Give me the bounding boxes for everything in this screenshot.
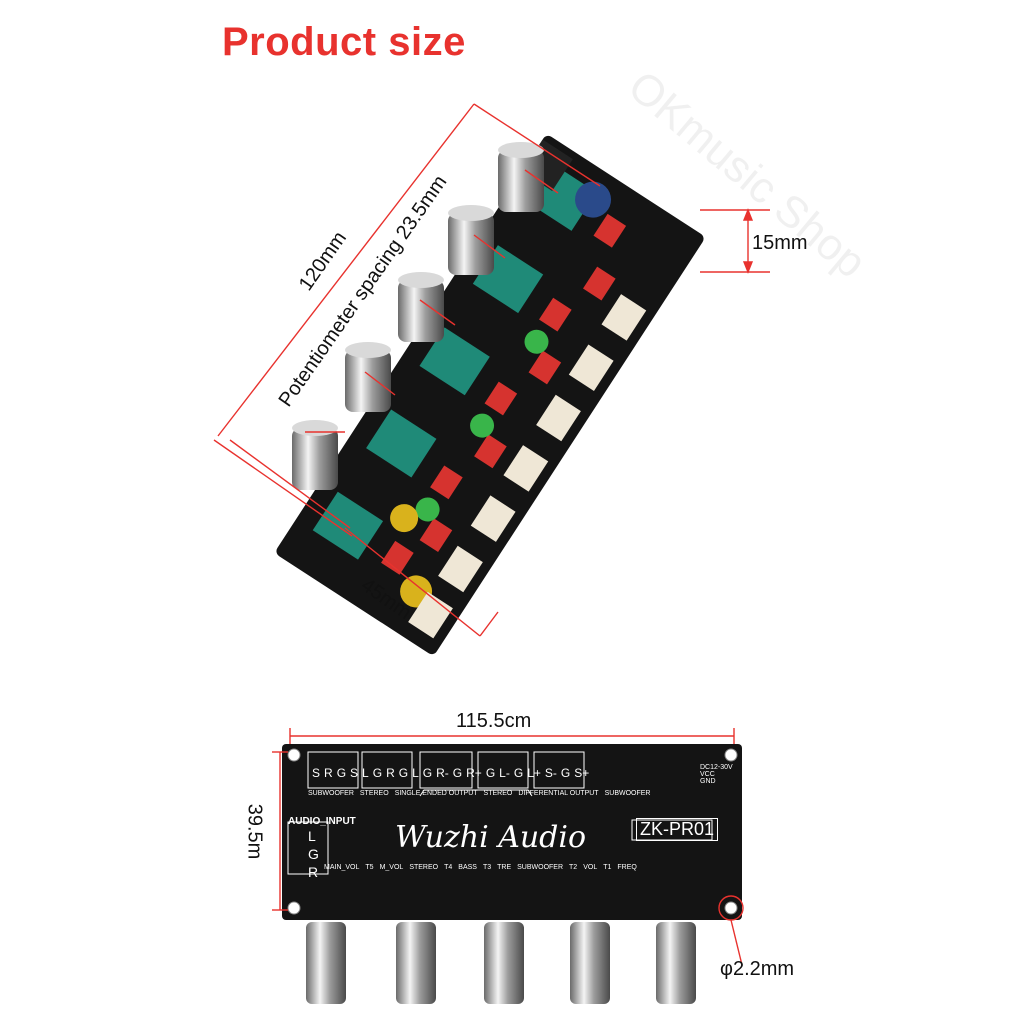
back-width-label: 39.5m	[243, 803, 266, 860]
power-pin: VCC	[700, 771, 715, 778]
label-tre: TRE	[497, 864, 512, 871]
output-label-subwoofer: SUBWOOFER	[308, 790, 354, 797]
header-pin: G	[422, 766, 433, 780]
label-subwoofer: SUBWOOFER	[517, 864, 564, 871]
audio-input-label: AUDIO_INPUT	[288, 816, 356, 827]
input-pin: L	[308, 828, 316, 844]
label-t5: T5	[365, 864, 374, 871]
header-pin: S-	[544, 766, 557, 780]
header-pin: R	[386, 766, 395, 780]
page-title: Product size	[222, 20, 466, 64]
power-label: DC12-30V	[700, 764, 733, 771]
header-pin: S	[312, 766, 321, 780]
output-label-differential: DIFFERENTIAL OUTPUT	[518, 790, 599, 797]
header-pin: L	[362, 766, 369, 780]
label-main-vol: MAIN_VOL	[324, 864, 360, 871]
header-pin: R-	[436, 766, 449, 780]
connector-row	[408, 294, 647, 639]
header-pin: G	[372, 766, 383, 780]
header-pin: L+	[527, 766, 541, 780]
output-label-stereo: STEREO	[359, 790, 389, 797]
power-pin: GND	[700, 778, 716, 785]
header-pin: L-	[499, 766, 510, 780]
label-t3: T3	[482, 864, 492, 871]
output-label-single-ended: SINGLE ENDED OUTPUT	[394, 790, 478, 797]
bottom-label-row: MAIN_VOL T5 M_VOL STEREO T4 BASS T3 TRE …	[324, 864, 637, 871]
header-pin: G	[485, 766, 496, 780]
label-t2: T2	[569, 864, 578, 871]
input-pin: G	[308, 846, 319, 862]
label-t4: T4	[444, 864, 453, 871]
output-label-subwoofer2: SUBWOOFER	[604, 790, 651, 797]
brand-text: Wuzhi Audio	[395, 820, 587, 855]
header-pin-row: S R G S L G R G L G R- G R+ G L- G L+ S-…	[312, 766, 589, 780]
top-pcb-board	[276, 135, 704, 655]
label-freq: FREQ	[617, 864, 637, 871]
output-label-row: SUBWOOFER STEREO SINGLE ENDED OUTPUT STE…	[308, 790, 650, 797]
dimension-lines-back	[272, 728, 744, 966]
dimension-lines-top	[213, 103, 770, 637]
height-dimension-label: 15mm	[752, 232, 808, 254]
header-pin: S+	[574, 766, 590, 780]
header-pin: G	[452, 766, 463, 780]
header-pin: S	[350, 766, 359, 780]
output-label-stereo2: STEREO	[483, 790, 513, 797]
power-block: DC12-30V VCC GND	[700, 764, 733, 785]
input-pin-list: L G R	[308, 828, 319, 880]
header-pin: L	[412, 766, 419, 780]
header-pin: G	[336, 766, 347, 780]
back-length-label: 115.5cm	[456, 710, 532, 732]
back-knob-row	[306, 922, 696, 1004]
model-text: ZK-PR01	[636, 818, 719, 841]
header-pin: G	[398, 766, 409, 780]
hole-diameter-label: φ2.2mm	[720, 958, 795, 980]
label-t1: T1	[603, 864, 612, 871]
label-bass: BASS	[458, 864, 477, 871]
knob-row	[292, 142, 544, 490]
header-pin: G	[513, 766, 524, 780]
resistor-group	[381, 213, 627, 575]
input-pin: R	[308, 864, 319, 880]
header-pin: G	[560, 766, 571, 780]
header-pin: R+	[466, 766, 482, 780]
back-pcb-board	[282, 744, 742, 920]
header-pin: R	[324, 766, 333, 780]
label-stereo: STEREO	[409, 864, 439, 871]
label-m-vol: M_VOL	[379, 864, 404, 871]
label-vol: VOL	[583, 864, 598, 871]
